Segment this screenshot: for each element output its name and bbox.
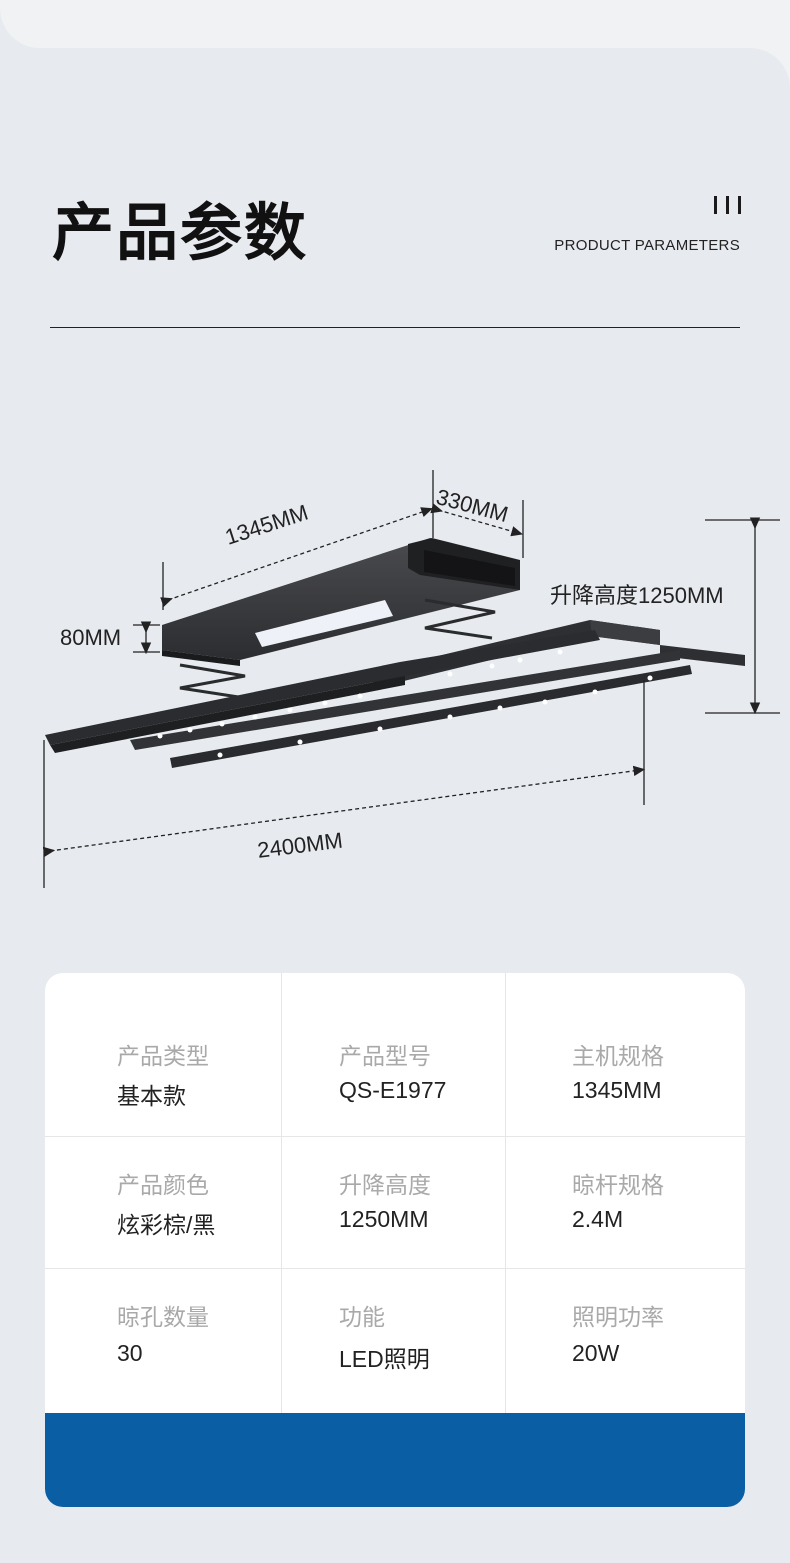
rack-front-bar <box>45 630 692 768</box>
dim-lift-height: 升降高度1250MM <box>550 583 724 608</box>
spec-label: 照明功率 <box>572 1304 664 1330</box>
top-tab-decoration <box>0 0 790 48</box>
grid-divider <box>505 973 506 1413</box>
spec-cell-function: 功能 LED照明 <box>281 1268 505 1413</box>
scissor-arms <box>179 598 496 700</box>
spec-cell-hole-count: 晾孔数量 30 <box>45 1268 281 1413</box>
led-light-panel <box>255 600 393 647</box>
spec-cell-host-size: 主机规格 1345MM <box>505 973 745 1136</box>
spec-cell-pole-size: 晾杆规格 2.4M <box>505 1136 745 1268</box>
spec-cell-color: 产品颜色 炫彩棕/黑 <box>45 1136 281 1268</box>
page-subtitle: PRODUCT PARAMETERS <box>554 237 740 254</box>
page-title: 产品参数 <box>52 196 309 269</box>
specs-card: 产品类型 基本款 产品型号 QS-E1977 主机规格 1345MM 产品颜色 … <box>45 973 745 1507</box>
spec-value: 2.4M <box>572 1206 624 1232</box>
title-divider <box>50 327 740 328</box>
spec-label: 升降高度 <box>339 1172 431 1198</box>
spec-label: 产品类型 <box>117 1043 209 1069</box>
spec-cell-lift-height: 升降高度 1250MM <box>281 1136 505 1268</box>
spec-value: 1250MM <box>339 1206 429 1232</box>
drying-rack-illustration <box>42 470 780 888</box>
spec-value: 30 <box>117 1340 143 1366</box>
spec-value: 1345MM <box>572 1077 662 1103</box>
grid-divider <box>45 1268 745 1269</box>
spec-cell-light-power: 照明功率 20W <box>505 1268 745 1413</box>
product-diagram: 1345MM 330MM 80MM 升降高度1250MM 2400MM <box>0 440 790 910</box>
rack-holes <box>157 649 653 758</box>
dimension-lines <box>42 470 780 888</box>
spec-label: 产品型号 <box>339 1043 431 1069</box>
spec-value: 基本款 <box>117 1083 186 1109</box>
grid-divider <box>281 973 282 1413</box>
spec-label: 功能 <box>339 1304 385 1330</box>
spec-cell-model: 产品型号 QS-E1977 <box>281 973 505 1136</box>
spec-cell-product-type: 产品类型 基本款 <box>45 973 281 1136</box>
spec-value: 20W <box>572 1340 620 1366</box>
spec-value: QS-E1977 <box>339 1077 447 1103</box>
dim-thickness: 80MM <box>60 625 122 650</box>
grid-divider <box>45 1136 745 1137</box>
host-unit <box>162 538 520 666</box>
spec-value: 炫彩棕/黑 <box>117 1212 216 1238</box>
spec-label: 晾孔数量 <box>117 1304 209 1330</box>
footer-color-band <box>45 1413 745 1507</box>
spec-value: LED照明 <box>339 1346 430 1372</box>
spec-label: 主机规格 <box>572 1043 664 1069</box>
specs-grid: 产品类型 基本款 产品型号 QS-E1977 主机规格 1345MM 产品颜色 … <box>45 973 745 1413</box>
triple-bar-icon <box>714 196 742 214</box>
spec-label: 晾杆规格 <box>572 1172 664 1198</box>
spec-label: 产品颜色 <box>117 1172 209 1198</box>
